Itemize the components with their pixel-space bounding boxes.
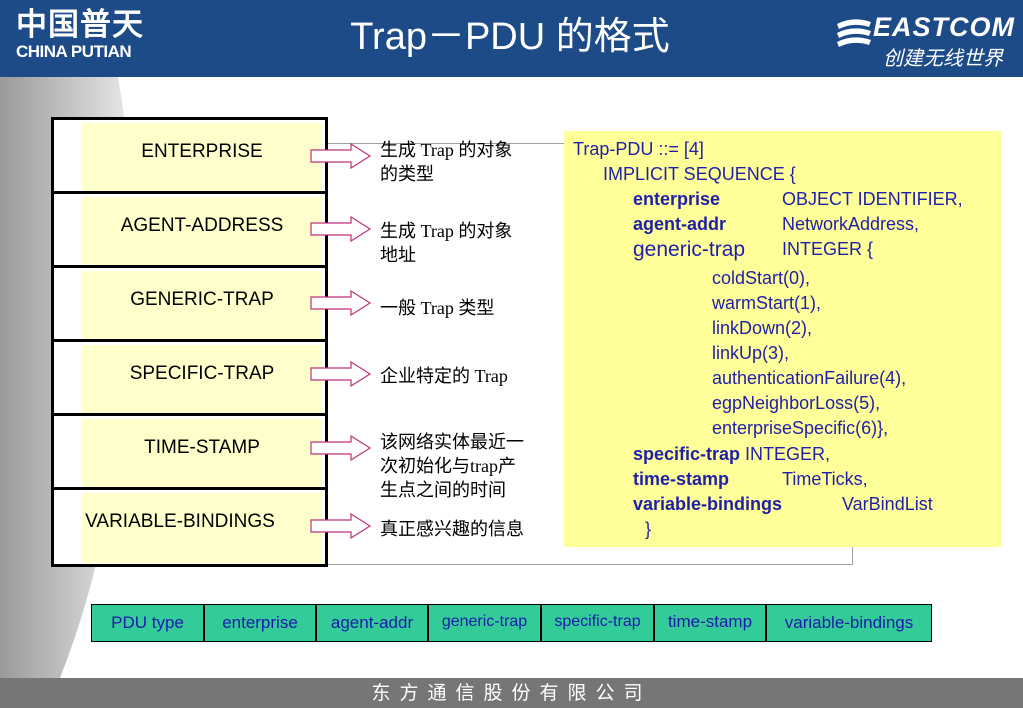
def-value: authenticationFailure(4), [712,368,907,388]
logo-cn-text: 中国普天 [16,7,144,43]
def-variable-bindings-name: variable-bindings [633,494,782,515]
def-generic-trap-type: INTEGER { [782,239,874,259]
page-title: Trap－PDU 的格式 [350,16,670,58]
pdu-cell: enterprise [204,604,316,642]
pdu-field-variable-bindings: VARIABLE-BINDINGS [82,493,322,563]
desc-enterprise: 生成 Trap 的对象 的类型 [380,138,512,186]
eastcom-brand: EASTCOM [873,12,1015,42]
arrow-right-icon [310,435,372,461]
def-value: linkDown(2), [712,318,813,338]
pdu-cell: generic-trap [428,604,541,642]
def-generic-trap-name: generic-trap [633,238,746,261]
eastcom-slogan: 创建无线世界 [883,46,1003,70]
def-value: egpNeighborLoss(5), [712,393,881,413]
arrow-right-icon [310,143,372,169]
eastcom-mark-icon [837,19,871,47]
pdu-field-enterprise: ENTERPRISE [82,123,322,193]
desc-line: 企业特定的 Trap [380,366,508,386]
pdu-field-label: VARIABLE-BINDINGS [85,511,275,532]
def-agent-addr-type: NetworkAddress, [782,214,920,234]
def-field-name: enterprise [633,189,721,209]
def-line-sequence: IMPLICIT SEQUENCE { [603,164,796,184]
desc-line: 真正感兴趣的信息 [380,519,524,539]
def-field-name: agent-addr [633,214,727,234]
desc-line: 次初始化与trap产 [380,456,516,476]
desc-agent-address: 生成 Trap 的对象 地址 [380,219,512,267]
desc-line: 生成 Trap 的对象 [380,140,513,160]
pdu-field-label: SPECIFIC-TRAP [129,363,275,384]
desc-line: 生成 Trap 的对象 [380,221,513,241]
def-field-name: time-stamp [633,469,730,489]
pdu-separator [54,339,325,342]
pdu-separator [54,191,325,194]
logo-en-text: CHINA PUTIAN [16,42,132,61]
pdu-field-agent-address: AGENT-ADDRESS [82,197,322,267]
pdu-cell: specific-trap [541,604,654,642]
def-close-brace: } [645,519,652,539]
company-footer: 东方通信股份有限公司 [0,678,1023,708]
pdu-field-specific-trap: SPECIFIC-TRAP [82,345,322,415]
arrow-right-icon [310,361,372,387]
def-time-stamp-type: TimeTicks, [782,469,868,489]
pdu-field-time-stamp: TIME-STAMP [82,419,322,489]
def-value: coldStart(0), [712,268,811,288]
def-value: enterpriseSpecific(6)}, [712,418,889,438]
pdu-cell: agent-addr [316,604,428,642]
china-putian-logo: 中国普天 CHINA PUTIAN [16,8,156,62]
pdu-field-label: ENTERPRISE [141,141,263,162]
def-specific-trap: specific-trap INTEGER, [633,444,830,465]
def-enterprise-name: enterprise [633,189,720,210]
def-variable-bindings-type: VarBindList [842,494,933,514]
trap-pdu-definition: Trap-PDU ::= [4] IMPLICIT SEQUENCE { ent… [564,131,1001,547]
def-enterprise-type: OBJECT IDENTIFIER, [782,189,963,209]
pdu-structure: ENTERPRISE AGENT-ADDRESS GENERIC-TRAP SP… [51,117,328,567]
pdu-cell: variable-bindings [766,604,932,642]
desc-line: 该网络实体最近一 [380,432,524,452]
desc-generic-trap: 一般 Trap 类型 [380,296,494,320]
pdu-separator [54,487,325,490]
desc-variable-bindings: 真正感兴趣的信息 [380,517,524,541]
pdu-field-label: GENERIC-TRAP [130,289,274,310]
arrow-right-icon [310,290,372,316]
title-bar: 中国普天 CHINA PUTIAN Trap－PDU 的格式 EASTCOM 创… [0,0,1023,77]
def-field-name: specific-trap [633,444,741,464]
def-field-type: INTEGER, [740,444,831,464]
desc-specific-trap: 企业特定的 Trap [380,364,508,388]
desc-line: 一般 Trap 类型 [380,298,495,318]
eastcom-logo: EASTCOM 创建无线世界 [835,12,1014,70]
arrow-right-icon [310,216,372,242]
pdu-field-generic-trap: GENERIC-TRAP [82,271,322,341]
def-value: linkUp(3), [712,343,790,363]
pdu-field-label: TIME-STAMP [144,437,260,458]
def-line-header: Trap-PDU ::= [4] [573,139,704,159]
desc-line: 生点之间的时间 [380,480,506,500]
desc-line: 地址 [380,245,416,265]
desc-line: 的类型 [380,164,434,184]
def-value: warmStart(1), [712,293,822,313]
pdu-cell: PDU type [91,604,204,642]
pdu-separator [54,265,325,268]
arrow-right-icon [310,513,372,539]
def-field-name: variable-bindings [633,494,783,514]
def-time-stamp-name: time-stamp [633,469,729,490]
def-agent-addr-name: agent-addr [633,214,726,235]
pdu-separator [54,413,325,416]
desc-time-stamp: 该网络实体最近一 次初始化与trap产 生点之间的时间 [380,430,524,502]
pdu-cell: time-stamp [654,604,766,642]
pdu-field-label: AGENT-ADDRESS [120,215,284,236]
